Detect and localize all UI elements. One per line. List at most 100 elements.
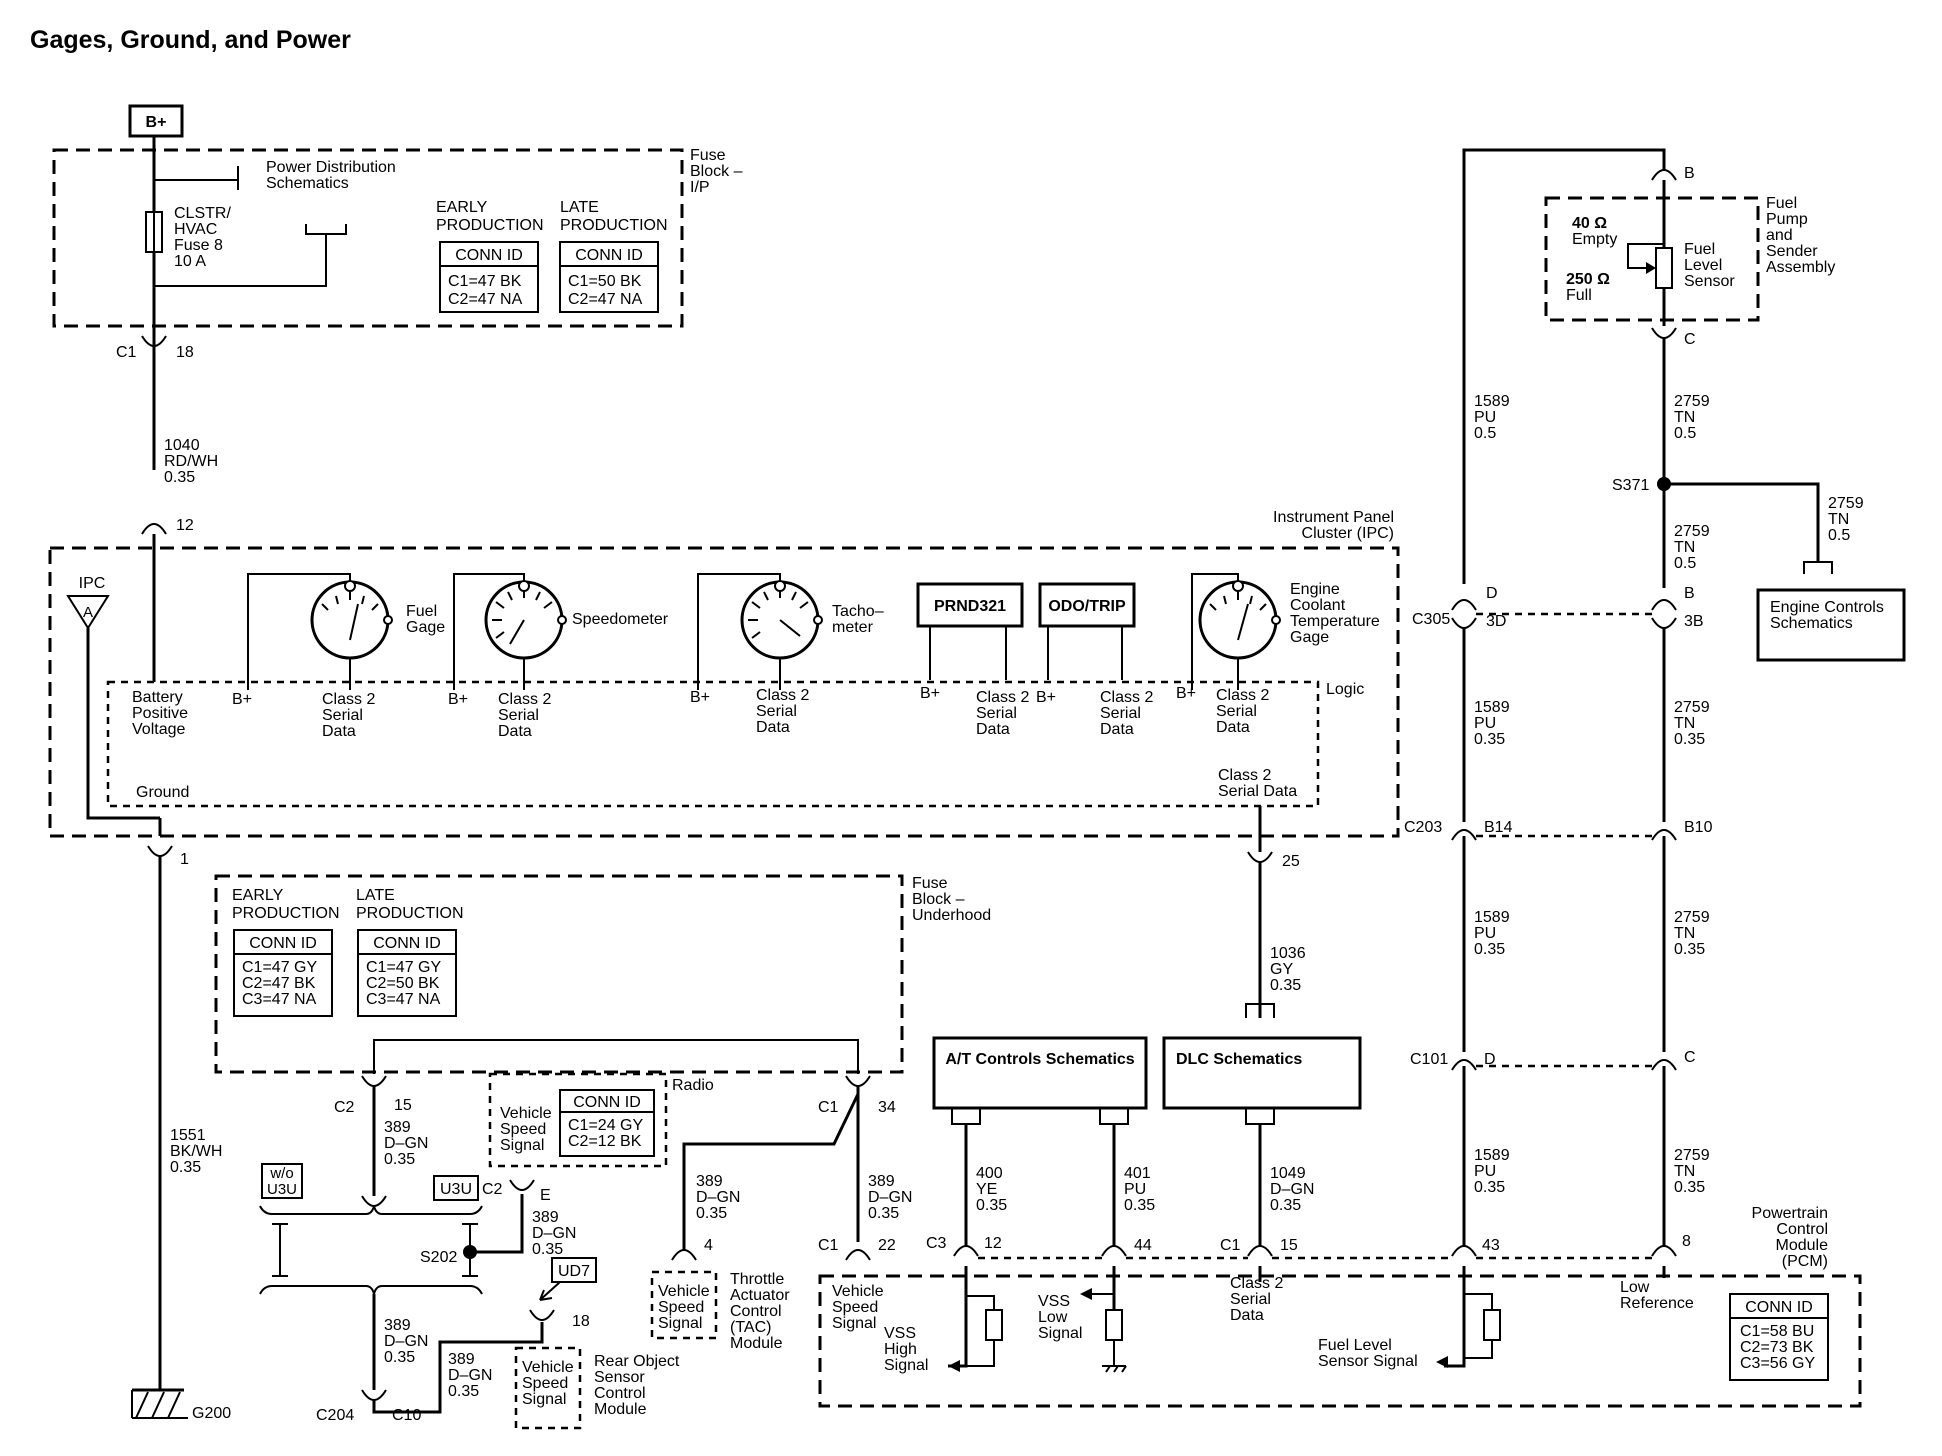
svg-text:D: D — [1484, 1051, 1496, 1068]
svg-text:C3=47 NA: C3=47 NA — [242, 991, 317, 1008]
svg-text:CLSTR/: CLSTR/ — [174, 205, 231, 222]
svg-text:C1=24 GY: C1=24 GY — [568, 1117, 643, 1134]
svg-text:B+: B+ — [146, 114, 167, 131]
svg-text:2759: 2759 — [1674, 699, 1710, 716]
svg-text:PRODUCTION: PRODUCTION — [560, 217, 668, 234]
svg-text:A: A — [83, 604, 93, 621]
svg-text:Speed: Speed — [658, 1299, 704, 1316]
svg-text:Tacho–: Tacho– — [832, 603, 884, 620]
svg-text:Serial: Serial — [976, 705, 1017, 722]
svg-text:C2: C2 — [482, 1181, 503, 1198]
svg-text:High: High — [884, 1341, 917, 1358]
svg-text:1036: 1036 — [1270, 945, 1306, 962]
svg-text:PRODUCTION: PRODUCTION — [356, 905, 464, 922]
svg-text:Data: Data — [756, 719, 790, 736]
svg-text:Speedometer: Speedometer — [572, 611, 669, 628]
svg-text:CONN ID: CONN ID — [575, 247, 643, 264]
svg-text:TN: TN — [1674, 539, 1695, 556]
svg-text:0.5: 0.5 — [1674, 425, 1696, 442]
svg-text:3D: 3D — [1486, 613, 1506, 630]
svg-text:Fuel: Fuel — [1766, 195, 1797, 212]
svg-text:Sender: Sender — [1766, 243, 1818, 260]
svg-text:Fuel: Fuel — [406, 603, 437, 620]
svg-text:0.35: 0.35 — [1674, 941, 1705, 958]
svg-text:0.5: 0.5 — [1474, 425, 1496, 442]
connector-c305: C305 D 3D B 3B — [1412, 585, 1704, 630]
svg-text:LATE: LATE — [560, 199, 599, 216]
svg-text:Radio: Radio — [672, 1077, 714, 1094]
svg-text:Reference: Reference — [1620, 1295, 1694, 1312]
svg-text:TN: TN — [1674, 715, 1695, 732]
svg-text:Serial Data: Serial Data — [1218, 783, 1297, 800]
svg-text:0.35: 0.35 — [976, 1197, 1007, 1214]
svg-text:E: E — [540, 1187, 551, 1204]
svg-text:D–GN: D–GN — [696, 1189, 740, 1206]
fuse-8-icon — [145, 211, 163, 253]
svg-text:C204: C204 — [316, 1407, 354, 1424]
connector-c1-18: C1 18 — [116, 335, 194, 361]
svg-text:B+: B+ — [448, 691, 468, 708]
svg-text:18: 18 — [572, 1313, 590, 1330]
svg-text:Throttle: Throttle — [730, 1271, 784, 1288]
svg-text:Data: Data — [498, 723, 532, 740]
svg-text:EARLY: EARLY — [232, 887, 284, 904]
svg-text:Serial: Serial — [1100, 705, 1141, 722]
svg-text:Speed: Speed — [522, 1375, 568, 1392]
svg-text:2759: 2759 — [1674, 523, 1710, 540]
svg-text:Signal: Signal — [522, 1391, 566, 1408]
svg-text:Schematics: Schematics — [1770, 615, 1853, 632]
svg-text:YE: YE — [976, 1181, 997, 1198]
ground-g200-icon — [131, 1388, 188, 1419]
connector-c101: C101 D C — [1410, 1049, 1696, 1071]
svg-text:Serial: Serial — [1230, 1291, 1271, 1308]
svg-text:and: and — [1766, 227, 1793, 244]
svg-text:Sensor: Sensor — [594, 1369, 645, 1386]
svg-text:Vehicle: Vehicle — [658, 1283, 710, 1300]
svg-text:Voltage: Voltage — [132, 721, 185, 738]
battery-positive-source: B+ — [128, 104, 184, 138]
svg-text:C203: C203 — [1404, 819, 1442, 836]
fuel-pump-sender-assembly: Fuel Pump and Sender Assembly 40 Ω Empty… — [1544, 195, 1835, 322]
svg-text:D–GN: D–GN — [384, 1333, 428, 1350]
svg-text:Signal: Signal — [884, 1357, 928, 1374]
svg-text:C: C — [1684, 331, 1696, 348]
svg-text:PRODUCTION: PRODUCTION — [436, 217, 544, 234]
svg-text:B+: B+ — [690, 689, 710, 706]
svg-text:Module: Module — [730, 1335, 783, 1352]
svg-text:43: 43 — [1482, 1237, 1500, 1254]
svg-text:CONN ID: CONN ID — [455, 247, 523, 264]
svg-text:ODO/TRIP: ODO/TRIP — [1048, 598, 1126, 615]
svg-text:389: 389 — [384, 1119, 411, 1136]
fuse-block-underhood: Fuse Block – Underhood EARLY PRODUCTION … — [214, 874, 991, 1074]
svg-text:389: 389 — [696, 1173, 723, 1190]
svg-text:Vehicle: Vehicle — [522, 1359, 574, 1376]
svg-text:Fuse: Fuse — [690, 147, 726, 164]
svg-text:Pump: Pump — [1766, 211, 1808, 228]
svg-text:C305: C305 — [1412, 611, 1450, 628]
svg-text:1589: 1589 — [1474, 1147, 1510, 1164]
svg-text:Assembly: Assembly — [1766, 259, 1835, 276]
svg-text:Fuel: Fuel — [1684, 241, 1715, 258]
svg-text:PRODUCTION: PRODUCTION — [232, 905, 340, 922]
svg-text:Signal: Signal — [658, 1315, 702, 1332]
fuel-level-sensor-icon — [1627, 243, 1673, 289]
svg-text:0.35: 0.35 — [1474, 731, 1505, 748]
svg-text:Gage: Gage — [406, 619, 445, 636]
svg-text:44: 44 — [1134, 1237, 1152, 1254]
engine-controls-schematics-box: Engine Controls Schematics — [1756, 588, 1906, 662]
svg-text:U3U: U3U — [440, 1181, 472, 1198]
svg-text:389: 389 — [532, 1209, 559, 1226]
svg-text:CONN ID: CONN ID — [249, 935, 317, 952]
svg-text:0.35: 0.35 — [164, 469, 195, 486]
svg-text:PU: PU — [1474, 715, 1496, 732]
svg-text:0.35: 0.35 — [1124, 1197, 1155, 1214]
svg-text:B14: B14 — [1484, 819, 1513, 836]
svg-text:Instrument Panel: Instrument Panel — [1273, 509, 1394, 526]
svg-text:Underhood: Underhood — [912, 907, 991, 924]
svg-text:389: 389 — [384, 1317, 411, 1334]
svg-text:Module: Module — [1776, 1237, 1829, 1254]
connector-c203: C203 B14 B10 — [1404, 819, 1713, 841]
svg-text:Sensor: Sensor — [1684, 273, 1735, 290]
svg-text:PRND321: PRND321 — [934, 598, 1006, 615]
svg-text:400: 400 — [976, 1165, 1003, 1182]
